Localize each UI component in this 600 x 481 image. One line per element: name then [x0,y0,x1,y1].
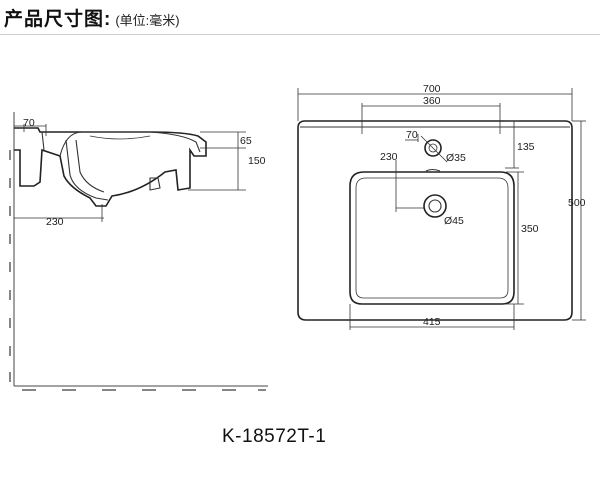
header: 产品尺寸图:(单位:毫米) [4,4,180,30]
bowl-inner-line [355,177,509,299]
dim-top-230: 230 [380,151,424,212]
model-number: K-18572T-1 [222,426,327,447]
header-divider [0,34,600,35]
dim-top-135: 135 [505,120,535,169]
dim-top-70: 70 [405,129,419,142]
drain-hole-inner [428,199,442,213]
basin-profile [14,127,207,207]
dim-label-500: 500 [568,197,586,209]
dim-top-350: 350 [506,171,539,305]
dim-top-d45: Ø45 [444,215,464,227]
dim-label-d45: Ø45 [444,215,464,227]
tap-hole-inner [428,143,438,153]
dim-label-360: 360 [423,95,441,107]
basin-outline [297,120,573,321]
dim-label-135: 135 [517,141,535,153]
dim-label-side-70: 70 [23,117,35,129]
dim-label-70: 70 [406,129,418,141]
dim-top-700: 700 [297,83,573,121]
dim-label-d35: Ø35 [446,152,466,164]
dim-label-side-230: 230 [46,216,64,228]
dim-label-side-150: 150 [248,155,266,167]
dim-side-heights: 65 150 [188,131,266,191]
dim-label-side-65: 65 [240,135,252,147]
dim-side-230: 230 [14,204,104,228]
drain-hole [423,194,447,218]
dim-label-415: 415 [423,316,441,328]
dim-label-230: 230 [380,151,398,163]
top-view: 700 360 70 Ø35 135 230 [297,83,586,330]
dim-label-700: 700 [423,83,441,95]
page-title: 产品尺寸图: [4,9,112,30]
dim-top-415: 415 [349,304,515,330]
tap-hole [424,139,442,157]
bowl-outline [349,171,515,305]
dim-label-350: 350 [521,223,539,235]
dim-top-360: 360 [361,95,501,134]
dim-top-d35: Ø35 [446,152,466,164]
side-view: 70 65 150 230 [9,112,268,391]
unit-label: (单位:毫米) [115,13,180,28]
overflow-slot [425,168,441,172]
dim-side-70: 70 [14,117,47,136]
dim-top-500: 500 [568,120,586,321]
